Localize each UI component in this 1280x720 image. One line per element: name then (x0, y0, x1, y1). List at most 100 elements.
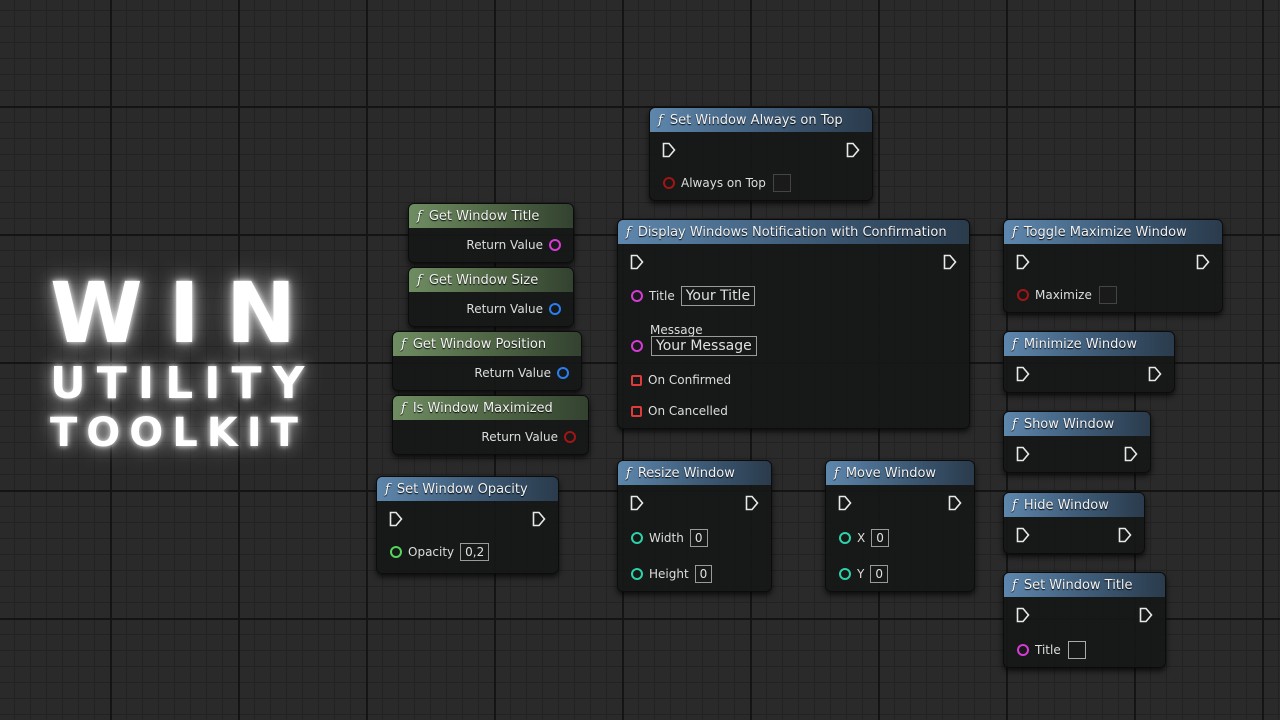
float-pin-icon[interactable] (390, 546, 402, 558)
pin-label: Title (649, 289, 675, 303)
struct-pin-icon[interactable] (557, 367, 569, 379)
title-input[interactable]: Your Title (680, 286, 756, 306)
message-input[interactable]: Your Message (651, 336, 757, 356)
event-pin-icon[interactable] (631, 374, 642, 386)
exec-out-pin-icon[interactable] (1148, 366, 1162, 382)
pin-label: Title (1035, 643, 1061, 657)
pin-label: X (857, 531, 866, 545)
exec-in-pin-icon[interactable] (630, 495, 644, 511)
function-icon: f (834, 465, 839, 481)
function-icon: f (417, 208, 422, 224)
exec-out-pin-icon[interactable] (1196, 254, 1210, 270)
pin-label: Height (649, 567, 689, 581)
node-title: Hide Window (1023, 497, 1109, 513)
exec-out-pin-icon[interactable] (1118, 527, 1132, 543)
logo-line-2: UTILITY (50, 358, 316, 409)
node-title: Display Windows Notification with Confir… (637, 224, 947, 240)
bool-pin-icon[interactable] (1017, 289, 1029, 301)
width-input[interactable]: 0 (689, 529, 708, 547)
node-title: Toggle Maximize Window (1023, 224, 1187, 240)
exec-in-pin-icon[interactable] (1016, 254, 1030, 270)
function-icon: f (658, 112, 663, 128)
maximize-checkbox[interactable] (1098, 286, 1117, 304)
title-input[interactable] (1067, 641, 1086, 659)
pin-label: Return Value (481, 430, 558, 444)
pin-label: Opacity (408, 545, 455, 559)
exec-out-pin-icon[interactable] (846, 142, 860, 158)
exec-out-pin-icon[interactable] (1139, 607, 1153, 623)
int-pin-icon[interactable] (839, 532, 851, 544)
pin-label: Always on Top (681, 176, 766, 190)
function-icon: f (417, 272, 422, 288)
function-icon: f (1012, 577, 1017, 593)
node-header[interactable]: f Get Window Title (409, 204, 573, 228)
int-pin-icon[interactable] (631, 532, 643, 544)
height-input[interactable]: 0 (694, 565, 713, 583)
function-icon: f (1012, 416, 1017, 432)
exec-out-pin-icon[interactable] (532, 511, 546, 527)
exec-in-pin-icon[interactable] (1016, 446, 1030, 462)
pin-label: Maximize (1035, 288, 1092, 302)
y-input[interactable]: 0 (870, 565, 888, 583)
function-icon: f (1012, 336, 1017, 352)
struct-pin-icon[interactable] (549, 303, 561, 315)
exec-in-pin-icon[interactable] (1016, 366, 1030, 382)
exec-out-pin-icon[interactable] (943, 254, 957, 270)
int-pin-icon[interactable] (631, 568, 643, 580)
exec-in-pin-icon[interactable] (389, 511, 403, 527)
int-pin-icon[interactable] (839, 568, 851, 580)
pin-label: Return Value (474, 366, 551, 380)
logo-line-1: WIN (50, 264, 323, 362)
always-on-top-checkbox[interactable] (772, 174, 791, 192)
string-pin-icon[interactable] (549, 239, 561, 251)
exec-out-pin-icon[interactable] (745, 495, 759, 511)
x-input[interactable]: 0 (871, 529, 889, 547)
pin-label: On Confirmed (648, 373, 732, 387)
exec-out-pin-icon[interactable] (948, 495, 962, 511)
string-pin-icon[interactable] (631, 290, 643, 302)
logo: WIN UTILITY TOOLKIT (50, 268, 320, 456)
string-pin-icon[interactable] (1017, 644, 1029, 656)
exec-in-pin-icon[interactable] (630, 254, 644, 270)
pin-label: Message (650, 323, 703, 337)
event-pin-icon[interactable] (631, 405, 642, 417)
bool-pin-icon[interactable] (564, 431, 576, 443)
exec-in-pin-icon[interactable] (662, 142, 676, 158)
string-pin-icon[interactable] (631, 340, 643, 352)
exec-in-pin-icon[interactable] (1016, 607, 1030, 623)
exec-out-pin-icon[interactable] (1124, 446, 1138, 462)
node-title: Get Window Title (428, 208, 540, 224)
node-title: Is Window Maximized (412, 400, 553, 416)
opacity-input[interactable]: 0,2 (460, 543, 490, 561)
exec-in-pin-icon[interactable] (1016, 527, 1030, 543)
bool-pin-icon[interactable] (663, 177, 675, 189)
exec-in-pin-icon[interactable] (838, 495, 852, 511)
